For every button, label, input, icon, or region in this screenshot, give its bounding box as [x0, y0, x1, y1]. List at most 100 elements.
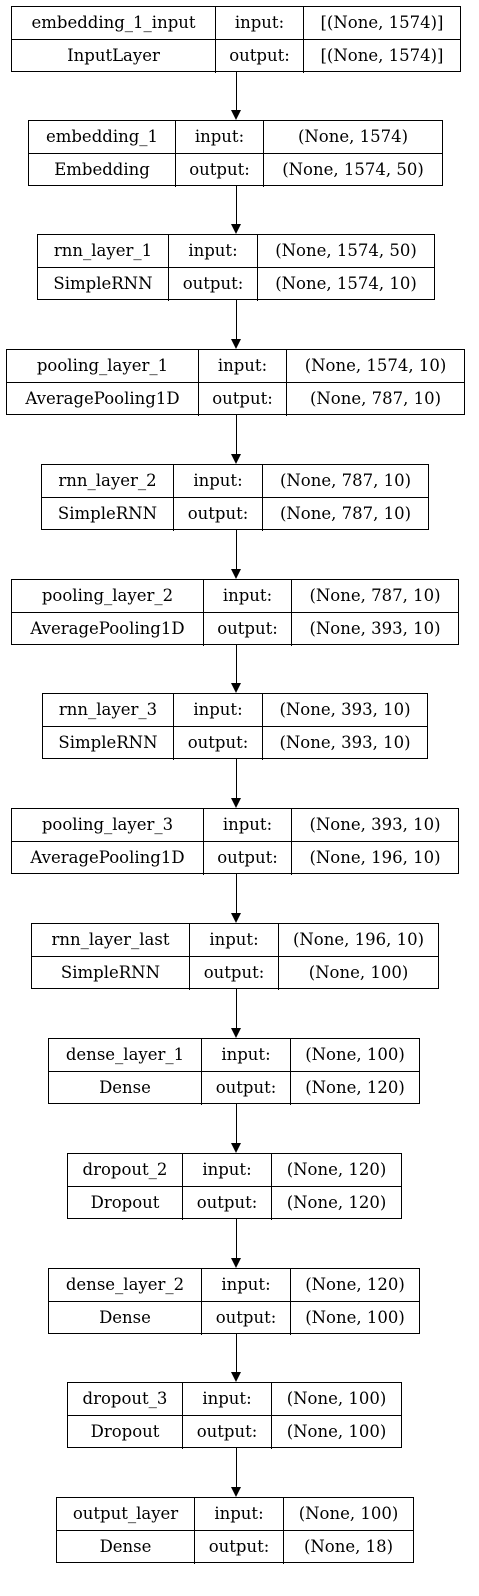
layer-type: SimpleRNN [43, 727, 174, 760]
arrowhead-icon [231, 224, 241, 234]
layer-type: AveragePooling1D [7, 383, 199, 416]
connector-line [235, 1104, 237, 1143]
connector-line [235, 1219, 237, 1258]
layer-name: rnn_layer_last [32, 924, 190, 957]
connector-line [235, 759, 237, 798]
arrowhead-icon [231, 798, 241, 808]
input-label: input: [204, 809, 292, 842]
layer-name: output_layer [57, 1498, 195, 1531]
output-shape: (None, 100) [286, 1422, 387, 1442]
layer-name: embedding_1 [29, 121, 176, 154]
arrowhead-icon [231, 683, 241, 693]
output-shape: (None, 1574, 50) [282, 160, 424, 180]
output-label: output: [216, 40, 304, 73]
arrowhead-icon [231, 913, 241, 923]
input-shape: (None, 1574, 10) [287, 350, 464, 383]
output-label: output: [202, 1072, 291, 1105]
output-label: output: [183, 1187, 272, 1220]
arrowhead-icon [231, 1143, 241, 1153]
connector-line [235, 1448, 237, 1487]
output-shape: (None, 787, 10) [279, 504, 412, 524]
connector-line [235, 989, 237, 1028]
layer-name: pooling_layer_2 [12, 580, 204, 613]
input-shape: (None, 120) [291, 1269, 419, 1302]
input-shape: (None, 787, 10) [263, 465, 428, 498]
input-shape: (None, 100) [272, 1383, 401, 1416]
output-shape: (None, 393, 10) [309, 619, 441, 639]
layer-name: dropout_3 [68, 1383, 183, 1416]
input-shape: (None, 1574) [264, 121, 442, 154]
input-shape: (None, 393, 10) [292, 809, 458, 842]
layer-name: dropout_2 [68, 1154, 183, 1187]
input-label: input: [183, 1154, 272, 1187]
connector-line [235, 72, 237, 110]
layer-type: AveragePooling1D [12, 613, 204, 646]
arrowhead-icon [231, 110, 241, 120]
input-label: input: [183, 1383, 272, 1416]
input-shape: (None, 393, 10) [263, 694, 427, 727]
output-label: output: [174, 498, 263, 531]
output-shape: (None, 1574, 10) [275, 274, 417, 294]
input-shape: (None, 196, 10) [279, 924, 438, 957]
output-shape: (None, 120) [286, 1193, 387, 1213]
output-label: output: [190, 957, 279, 990]
input-shape: (None, 120) [272, 1154, 401, 1187]
layer-name: dense_layer_1 [49, 1039, 202, 1072]
layer-name: rnn_layer_3 [43, 694, 174, 727]
output-label: output: [183, 1416, 272, 1449]
layer-type: Dense [49, 1072, 202, 1105]
output-label: output: [202, 1302, 291, 1335]
layer-type: Dense [57, 1531, 195, 1564]
layer-name: embedding_1_input [12, 7, 216, 40]
input-label: input: [176, 121, 264, 154]
output-shape: [(None, 1574)] [320, 46, 444, 66]
connector-line [235, 1334, 237, 1372]
layer-type: Dropout [68, 1187, 183, 1220]
arrowhead-icon [231, 454, 241, 464]
layer-type: InputLayer [12, 40, 216, 73]
layer-name: pooling_layer_3 [12, 809, 204, 842]
input-label: input: [174, 694, 263, 727]
input-shape: (None, 100) [291, 1039, 419, 1072]
input-shape: (None, 787, 10) [292, 580, 458, 613]
arrowhead-icon [231, 569, 241, 579]
input-label: input: [174, 465, 263, 498]
layer-type: SimpleRNN [32, 957, 190, 990]
output-shape: (None, 18) [303, 1537, 394, 1557]
output-label: output: [204, 613, 292, 646]
layer-name: rnn_layer_1 [38, 235, 169, 268]
layer-type: SimpleRNN [42, 498, 174, 531]
connector-line [235, 874, 237, 913]
arrowhead-icon [231, 1028, 241, 1038]
output-shape: (None, 100) [308, 963, 409, 983]
output-label: output: [204, 842, 292, 875]
input-label: input: [202, 1039, 291, 1072]
layer-type: SimpleRNN [38, 268, 169, 301]
arrowhead-icon [231, 339, 241, 349]
input-label: input: [202, 1269, 291, 1302]
layer-type: AveragePooling1D [12, 842, 204, 875]
connector-line [235, 415, 237, 454]
connector-line [235, 530, 237, 569]
input-label: input: [195, 1498, 284, 1531]
output-label: output: [176, 154, 264, 187]
output-label: output: [169, 268, 258, 301]
output-shape: (None, 787, 10) [309, 389, 442, 409]
connector-line [235, 186, 237, 224]
output-shape: (None, 100) [305, 1308, 405, 1328]
arrowhead-icon [231, 1487, 241, 1497]
output-shape: (None, 120) [305, 1078, 405, 1098]
